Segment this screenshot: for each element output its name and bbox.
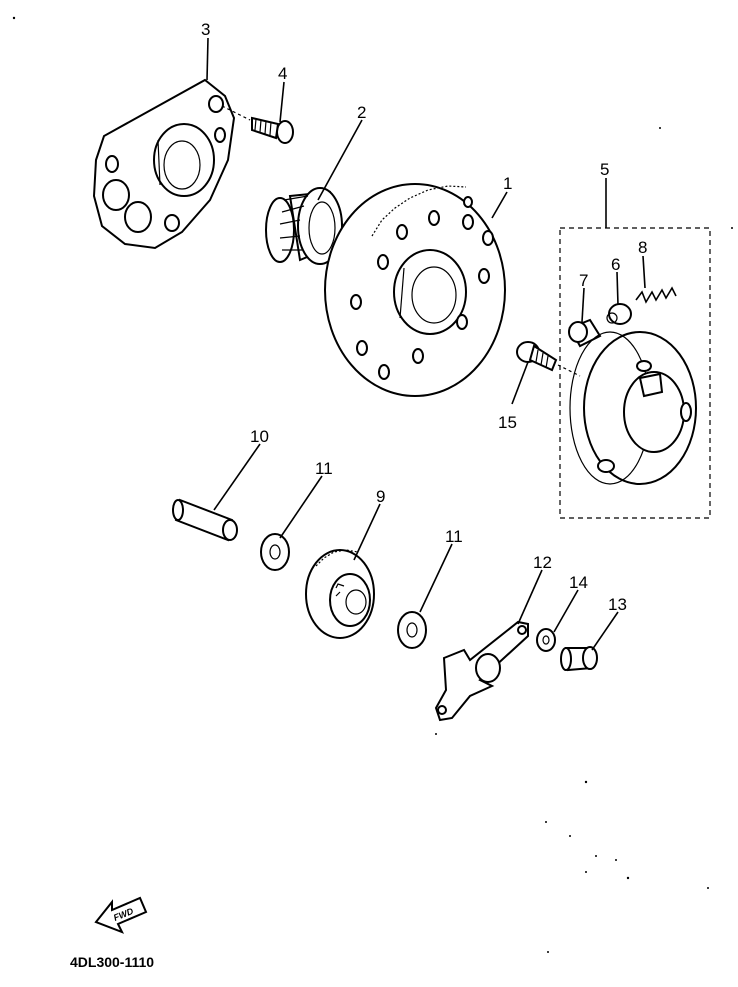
drawing-code: 4DL300-1110	[70, 954, 154, 970]
callout-12: 12	[533, 553, 552, 572]
callout-1: 1	[503, 174, 512, 193]
part-14-washer	[536, 628, 556, 652]
part-15-bolt	[516, 341, 581, 377]
callout-5: 5	[600, 160, 609, 179]
callout-8: 8	[638, 238, 647, 257]
leader-lines	[206, 37, 646, 651]
part-11-washer-right	[397, 611, 427, 649]
callout-11-lower: 11	[445, 527, 463, 546]
callout-4: 4	[278, 64, 287, 83]
callout-labels: 3 4 2 1 5 6 7 8 15 10 11 9 11 12 14 13	[201, 20, 647, 614]
callout-10: 10	[250, 427, 269, 446]
part-6-plunger	[606, 303, 632, 325]
part-5-clutch-assembly-box	[559, 227, 711, 519]
part-11-washer-left	[260, 533, 290, 571]
part-9-idler-gear	[305, 549, 375, 639]
part-8-spring	[635, 286, 677, 304]
callout-9: 9	[376, 487, 385, 506]
part-7-roller	[568, 318, 602, 348]
part-12-plate	[434, 620, 529, 722]
callout-2: 2	[357, 103, 366, 122]
callout-6: 6	[611, 255, 620, 274]
forward-direction-arrow: FWD	[94, 896, 148, 934]
part-5-one-way-clutch	[569, 331, 697, 485]
part-10-idler-shaft	[172, 498, 238, 542]
callout-14: 14	[569, 573, 588, 592]
callout-7: 7	[579, 271, 588, 290]
callout-13: 13	[608, 595, 627, 614]
part-3-bearing-plate	[92, 78, 236, 250]
part-13-screw	[560, 646, 598, 672]
callout-3: 3	[201, 20, 210, 39]
part-4-screw	[221, 105, 294, 144]
callout-15: 15	[498, 413, 517, 432]
scan-speckles	[12, 16, 733, 953]
callout-11-upper: 11	[315, 459, 333, 478]
part-1-starter-wheel-gear	[324, 183, 506, 397]
